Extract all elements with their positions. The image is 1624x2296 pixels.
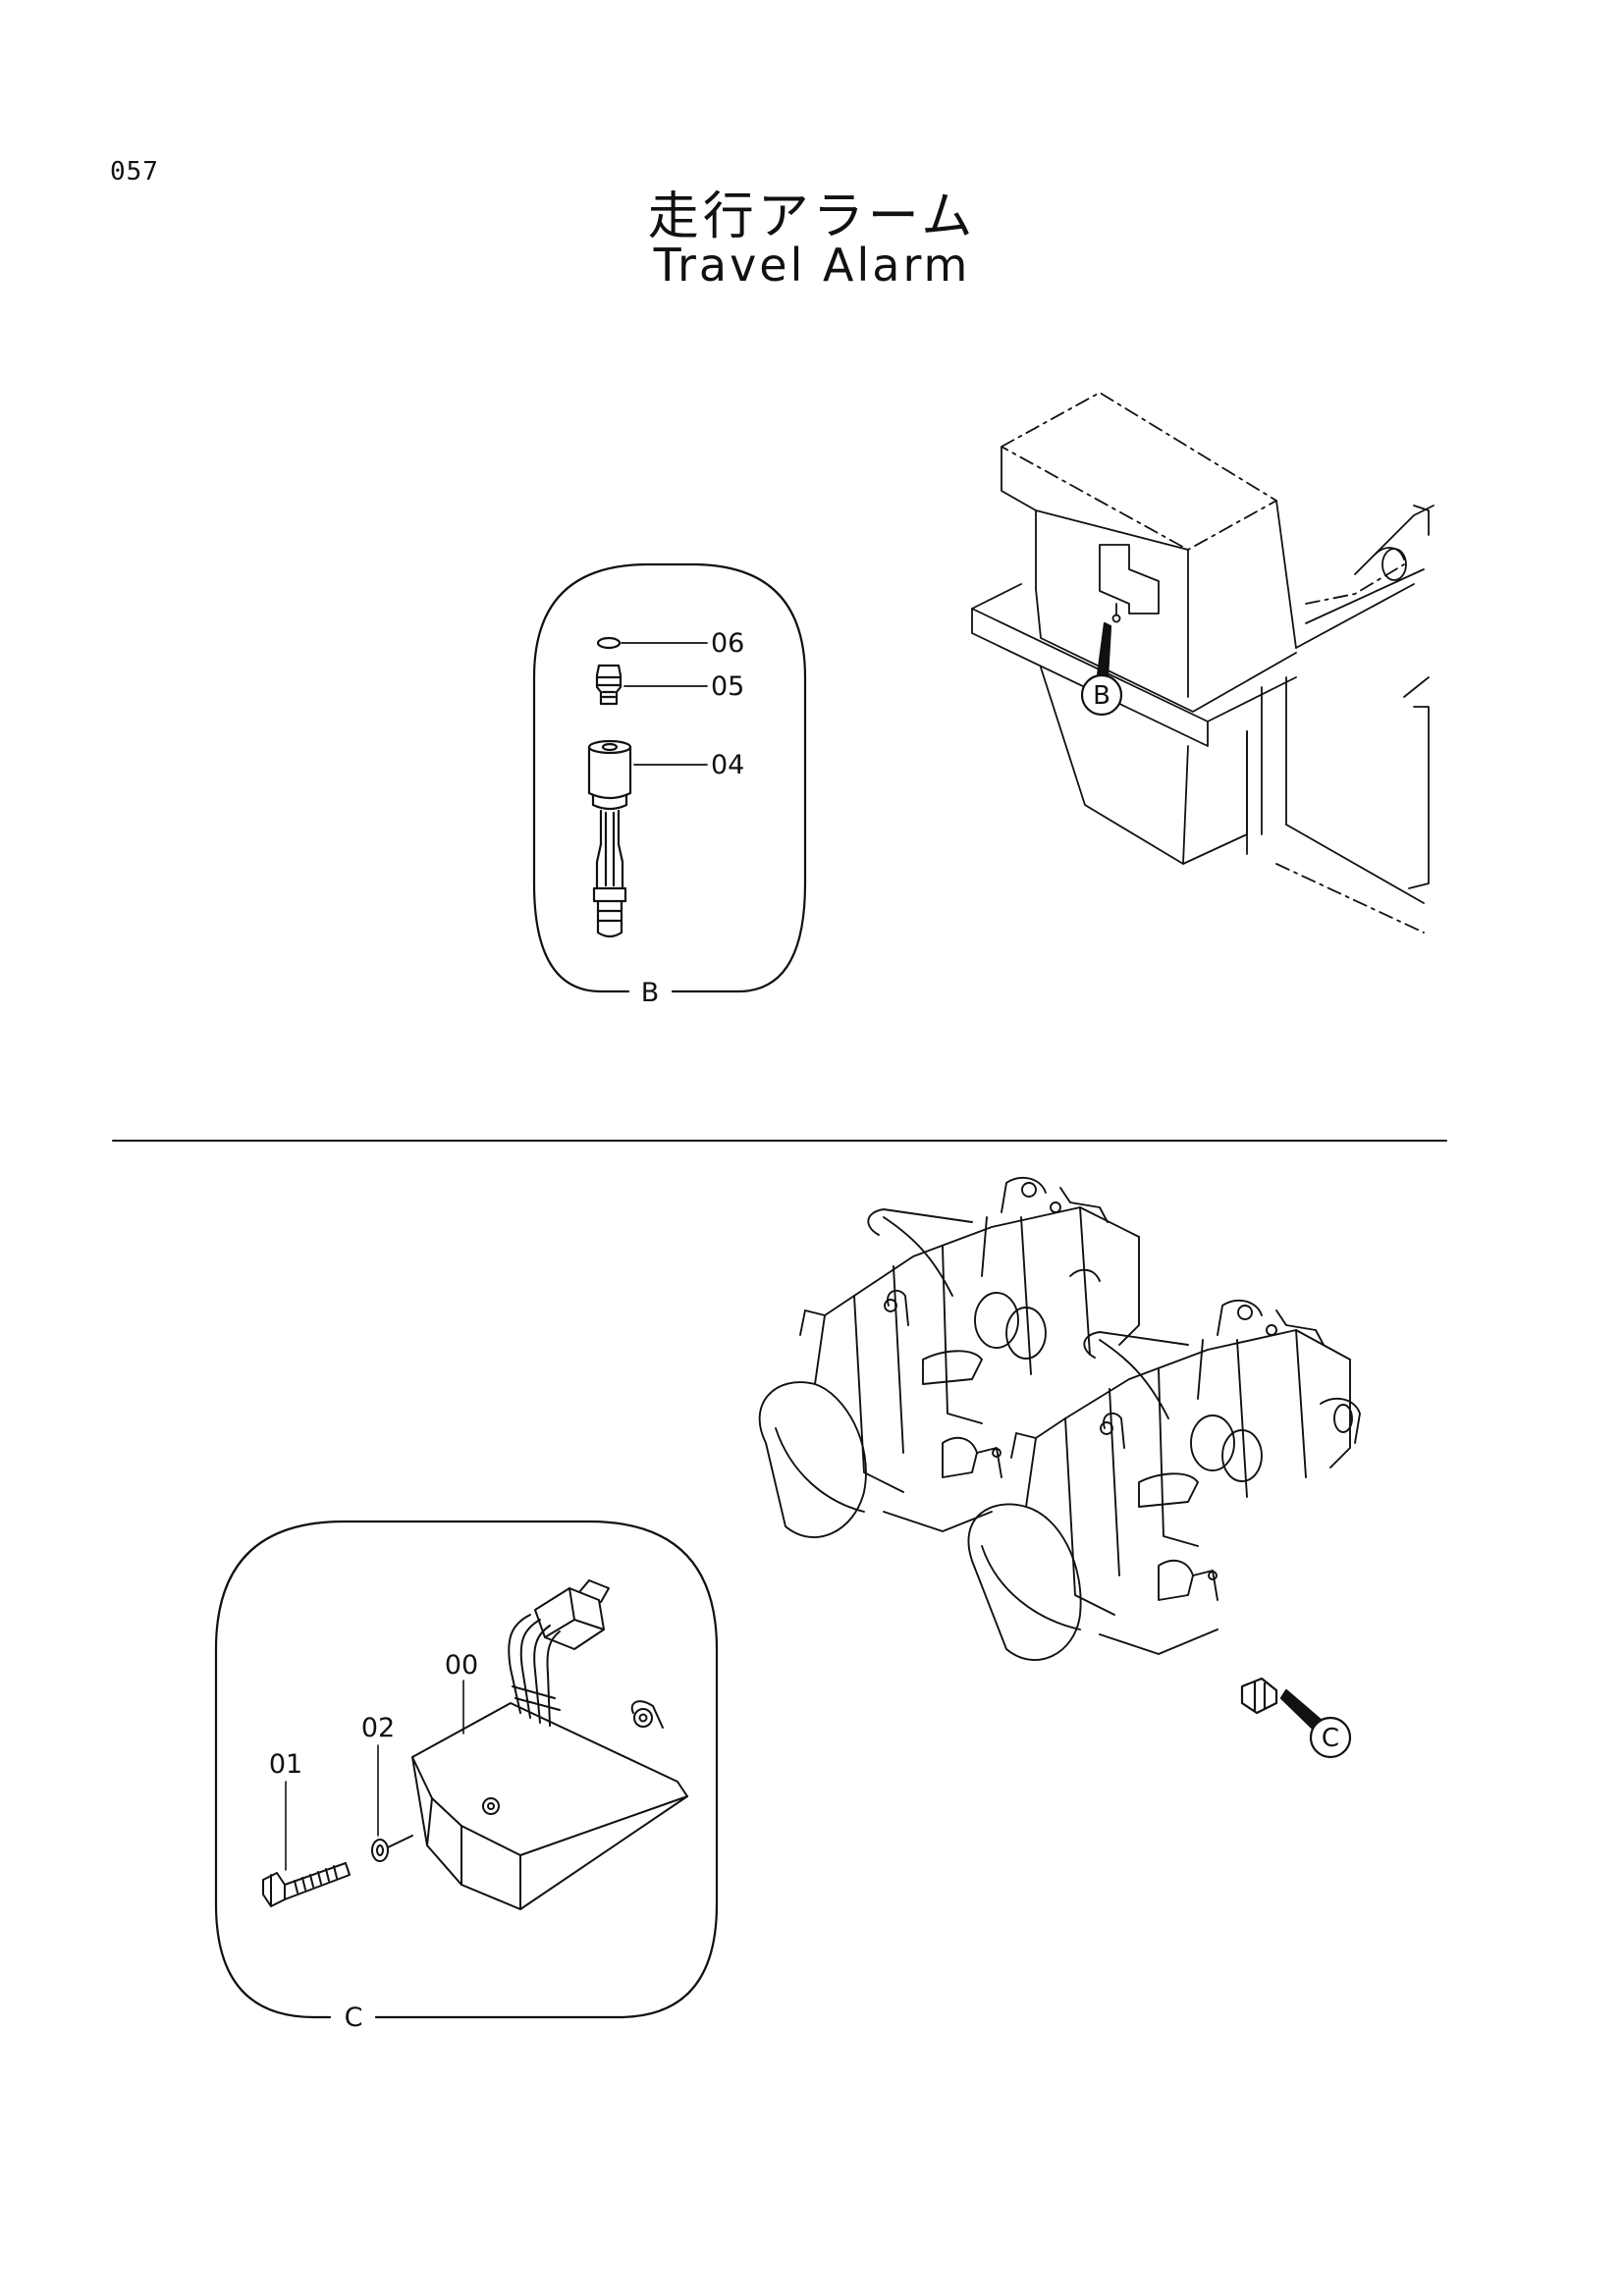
page-number: 057 xyxy=(110,157,159,187)
detail-b-frame: B xyxy=(532,562,807,1008)
travel-alarm-00: 00 xyxy=(411,1579,688,1910)
pump-assembly-rear xyxy=(758,1176,1140,1538)
pressure-switch-04: 04 xyxy=(587,739,744,938)
detail-b-frame-label: B xyxy=(641,978,660,1008)
part-label-00: 00 xyxy=(445,1650,478,1681)
part-label-04: 04 xyxy=(711,750,744,780)
adapter-fitting-05: 05 xyxy=(595,664,744,706)
callout-b-label: B xyxy=(1093,681,1110,711)
pump-assembly-front xyxy=(967,1299,1361,1661)
part-label-01: 01 xyxy=(269,1749,302,1780)
detail-c-frame: C xyxy=(214,1520,719,2033)
o-ring-06: 06 xyxy=(596,628,744,659)
part-label-02: 02 xyxy=(361,1713,395,1743)
part-label-06: 06 xyxy=(711,628,744,659)
washer-02: 02 xyxy=(361,1713,413,1862)
detail-c-frame-label: C xyxy=(345,2002,363,2033)
page-title-english: Travel Alarm xyxy=(653,239,971,292)
part-label-05: 05 xyxy=(711,671,744,702)
machine-housing xyxy=(971,392,1435,934)
callout-b: B xyxy=(1080,621,1123,717)
callout-c-label: C xyxy=(1322,1724,1339,1753)
pump-sensor-c xyxy=(1240,1677,1278,1715)
callout-c: C xyxy=(1279,1688,1352,1759)
bolt-01: 01 xyxy=(262,1749,351,1907)
page-title-japanese: 走行アラーム xyxy=(647,187,977,246)
